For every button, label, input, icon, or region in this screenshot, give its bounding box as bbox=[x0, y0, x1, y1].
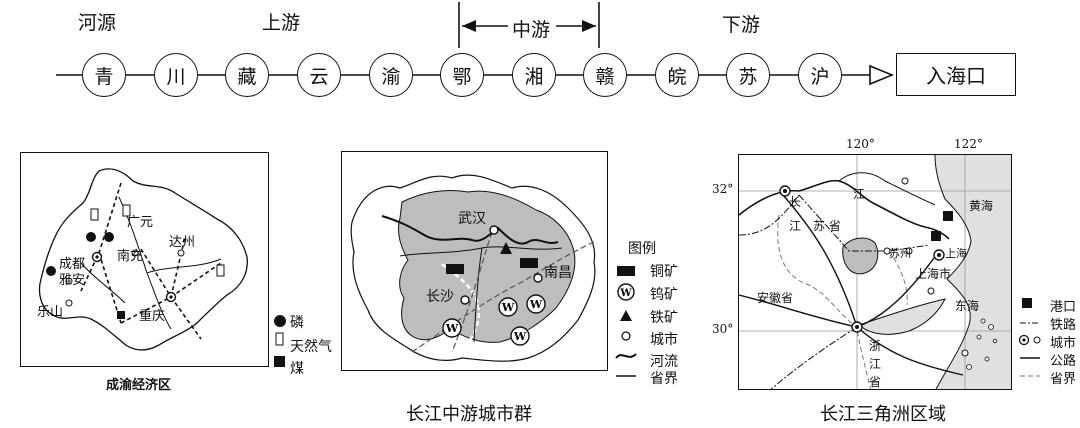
chengyu-map: 广元 达州 南充 成都 雅安 乐山 重庆 bbox=[20, 152, 269, 367]
legend-copper-label: 铜矿 bbox=[650, 264, 678, 280]
delta-label-sheng: 省 bbox=[869, 375, 882, 389]
delta-label-suzhou: 苏州 bbox=[889, 247, 911, 260]
city-label-chongqing: 重庆 bbox=[139, 309, 166, 324]
city-label-wuhan: 武汉 bbox=[458, 211, 486, 227]
segment-upper-label: 上游 bbox=[262, 12, 301, 34]
longitude-122: 122° bbox=[954, 137, 983, 151]
latitude-32: 32° bbox=[712, 182, 734, 196]
gas-icon bbox=[275, 332, 284, 346]
city-icon bbox=[621, 331, 631, 341]
middle-reach-caption: 长江中游城市群 bbox=[406, 404, 532, 425]
legend-road-label: 公路 bbox=[1050, 354, 1077, 369]
svg-text:W: W bbox=[445, 322, 459, 335]
delta-label-jiang-top: 江 bbox=[853, 187, 866, 201]
delta-label-anhui: 安徽省 bbox=[757, 291, 794, 305]
legend-port-label: 港口 bbox=[1050, 300, 1077, 315]
legend-tungsten-label: 钨矿 bbox=[650, 287, 678, 303]
legend-gas-label: 天然气 bbox=[290, 339, 332, 355]
province-node: 皖 bbox=[655, 53, 699, 97]
delta-legend-symbols bbox=[1018, 298, 1041, 377]
middle-reach-drawing: W W W W bbox=[350, 174, 596, 362]
phosphate-icon bbox=[274, 315, 286, 327]
province-node: 沪 bbox=[798, 53, 842, 97]
tungsten-icon bbox=[617, 283, 635, 301]
city-label-chengdu: 成都 bbox=[59, 257, 86, 272]
chengyu-map-drawing bbox=[38, 168, 248, 351]
province-node: 鄂 bbox=[440, 53, 484, 97]
middle-reach-map: W W W W 武汉 南昌 长沙 bbox=[341, 151, 608, 371]
river-icon bbox=[615, 353, 637, 359]
legend-iron-label: 铁矿 bbox=[650, 310, 678, 326]
legend-boundary-label: 省界 bbox=[1050, 372, 1077, 387]
port-icon bbox=[1022, 298, 1032, 308]
legend-city-label: 城市 bbox=[1050, 336, 1077, 351]
province-node: 渝 bbox=[369, 53, 413, 97]
city-label-changsha: 长沙 bbox=[426, 289, 454, 305]
delta-label-jiangsu: 苏 省 bbox=[813, 219, 841, 233]
estuary-box: 入海口 bbox=[896, 53, 1016, 96]
delta-label-shanghai: 上海 bbox=[945, 247, 967, 260]
legend-city-label: 城市 bbox=[650, 332, 678, 348]
city-label-yaan: 雅安 bbox=[59, 273, 86, 288]
delta-label-zhe: 浙 bbox=[869, 339, 882, 353]
delta-caption: 长江三角洲区域 bbox=[820, 404, 946, 425]
province-node: 藏 bbox=[225, 53, 269, 97]
legend-river-label: 河流 bbox=[650, 354, 678, 370]
city-minor-icon bbox=[1033, 336, 1041, 344]
province-node: 云 bbox=[297, 53, 341, 97]
middle-legend-symbols: W bbox=[615, 266, 637, 377]
copper-icon bbox=[617, 266, 635, 276]
delta-label-yellow-sea: 黄海 bbox=[969, 199, 994, 213]
segment-lower-label: 下游 bbox=[722, 14, 761, 36]
segment-source-label: 河源 bbox=[78, 12, 117, 34]
legend-coal-label: 煤 bbox=[290, 361, 304, 377]
delta-label-east-sea: 东海 bbox=[955, 299, 980, 313]
segment-middle-label: 中游 bbox=[512, 19, 551, 41]
delta-label-shanghai-city: 上海市 bbox=[915, 267, 952, 281]
city-label-leshan: 乐山 bbox=[37, 305, 64, 320]
city-label-nanchong: 南充 bbox=[117, 249, 144, 264]
legend-boundary-label: 省界 bbox=[650, 371, 678, 387]
svg-text:W: W bbox=[619, 288, 632, 299]
legend-railway-label: 铁路 bbox=[1050, 318, 1077, 333]
city-label-nanchang: 南昌 bbox=[544, 265, 572, 281]
latitude-30: 30° bbox=[712, 322, 734, 336]
delta-label-chang: 长 bbox=[789, 195, 802, 209]
chengyu-legend-symbols bbox=[274, 315, 286, 367]
coal-icon bbox=[274, 356, 285, 367]
delta-label-jiang-left: 江 bbox=[789, 219, 802, 233]
legend-phosphate-label: 磷 bbox=[290, 315, 304, 331]
svg-text:W: W bbox=[529, 298, 543, 311]
delta-drawing bbox=[739, 155, 1011, 389]
svg-text:W: W bbox=[513, 330, 527, 343]
delta-map: 长 江 江 苏 省 黄海 苏州 上海 上海市 安徽省 东海 浙 江 省 bbox=[738, 154, 1012, 390]
port-icon bbox=[931, 211, 953, 241]
city-label-guangyuan: 广元 bbox=[127, 215, 154, 230]
chengyu-caption: 成渝经济区 bbox=[106, 378, 172, 393]
province-node: 苏 bbox=[726, 53, 770, 97]
province-node: 湘 bbox=[512, 53, 556, 97]
svg-text:W: W bbox=[501, 301, 515, 314]
province-node: 赣 bbox=[583, 53, 627, 97]
delta-label-zhe-jiang: 江 bbox=[869, 357, 882, 371]
longitude-120: 120° bbox=[846, 137, 875, 151]
city-label-dazhou: 达州 bbox=[169, 235, 196, 250]
iron-icon bbox=[620, 310, 632, 321]
province-node: 川 bbox=[154, 53, 198, 97]
middle-legend-title: 图例 bbox=[628, 241, 656, 257]
province-node: 青 bbox=[82, 53, 126, 97]
